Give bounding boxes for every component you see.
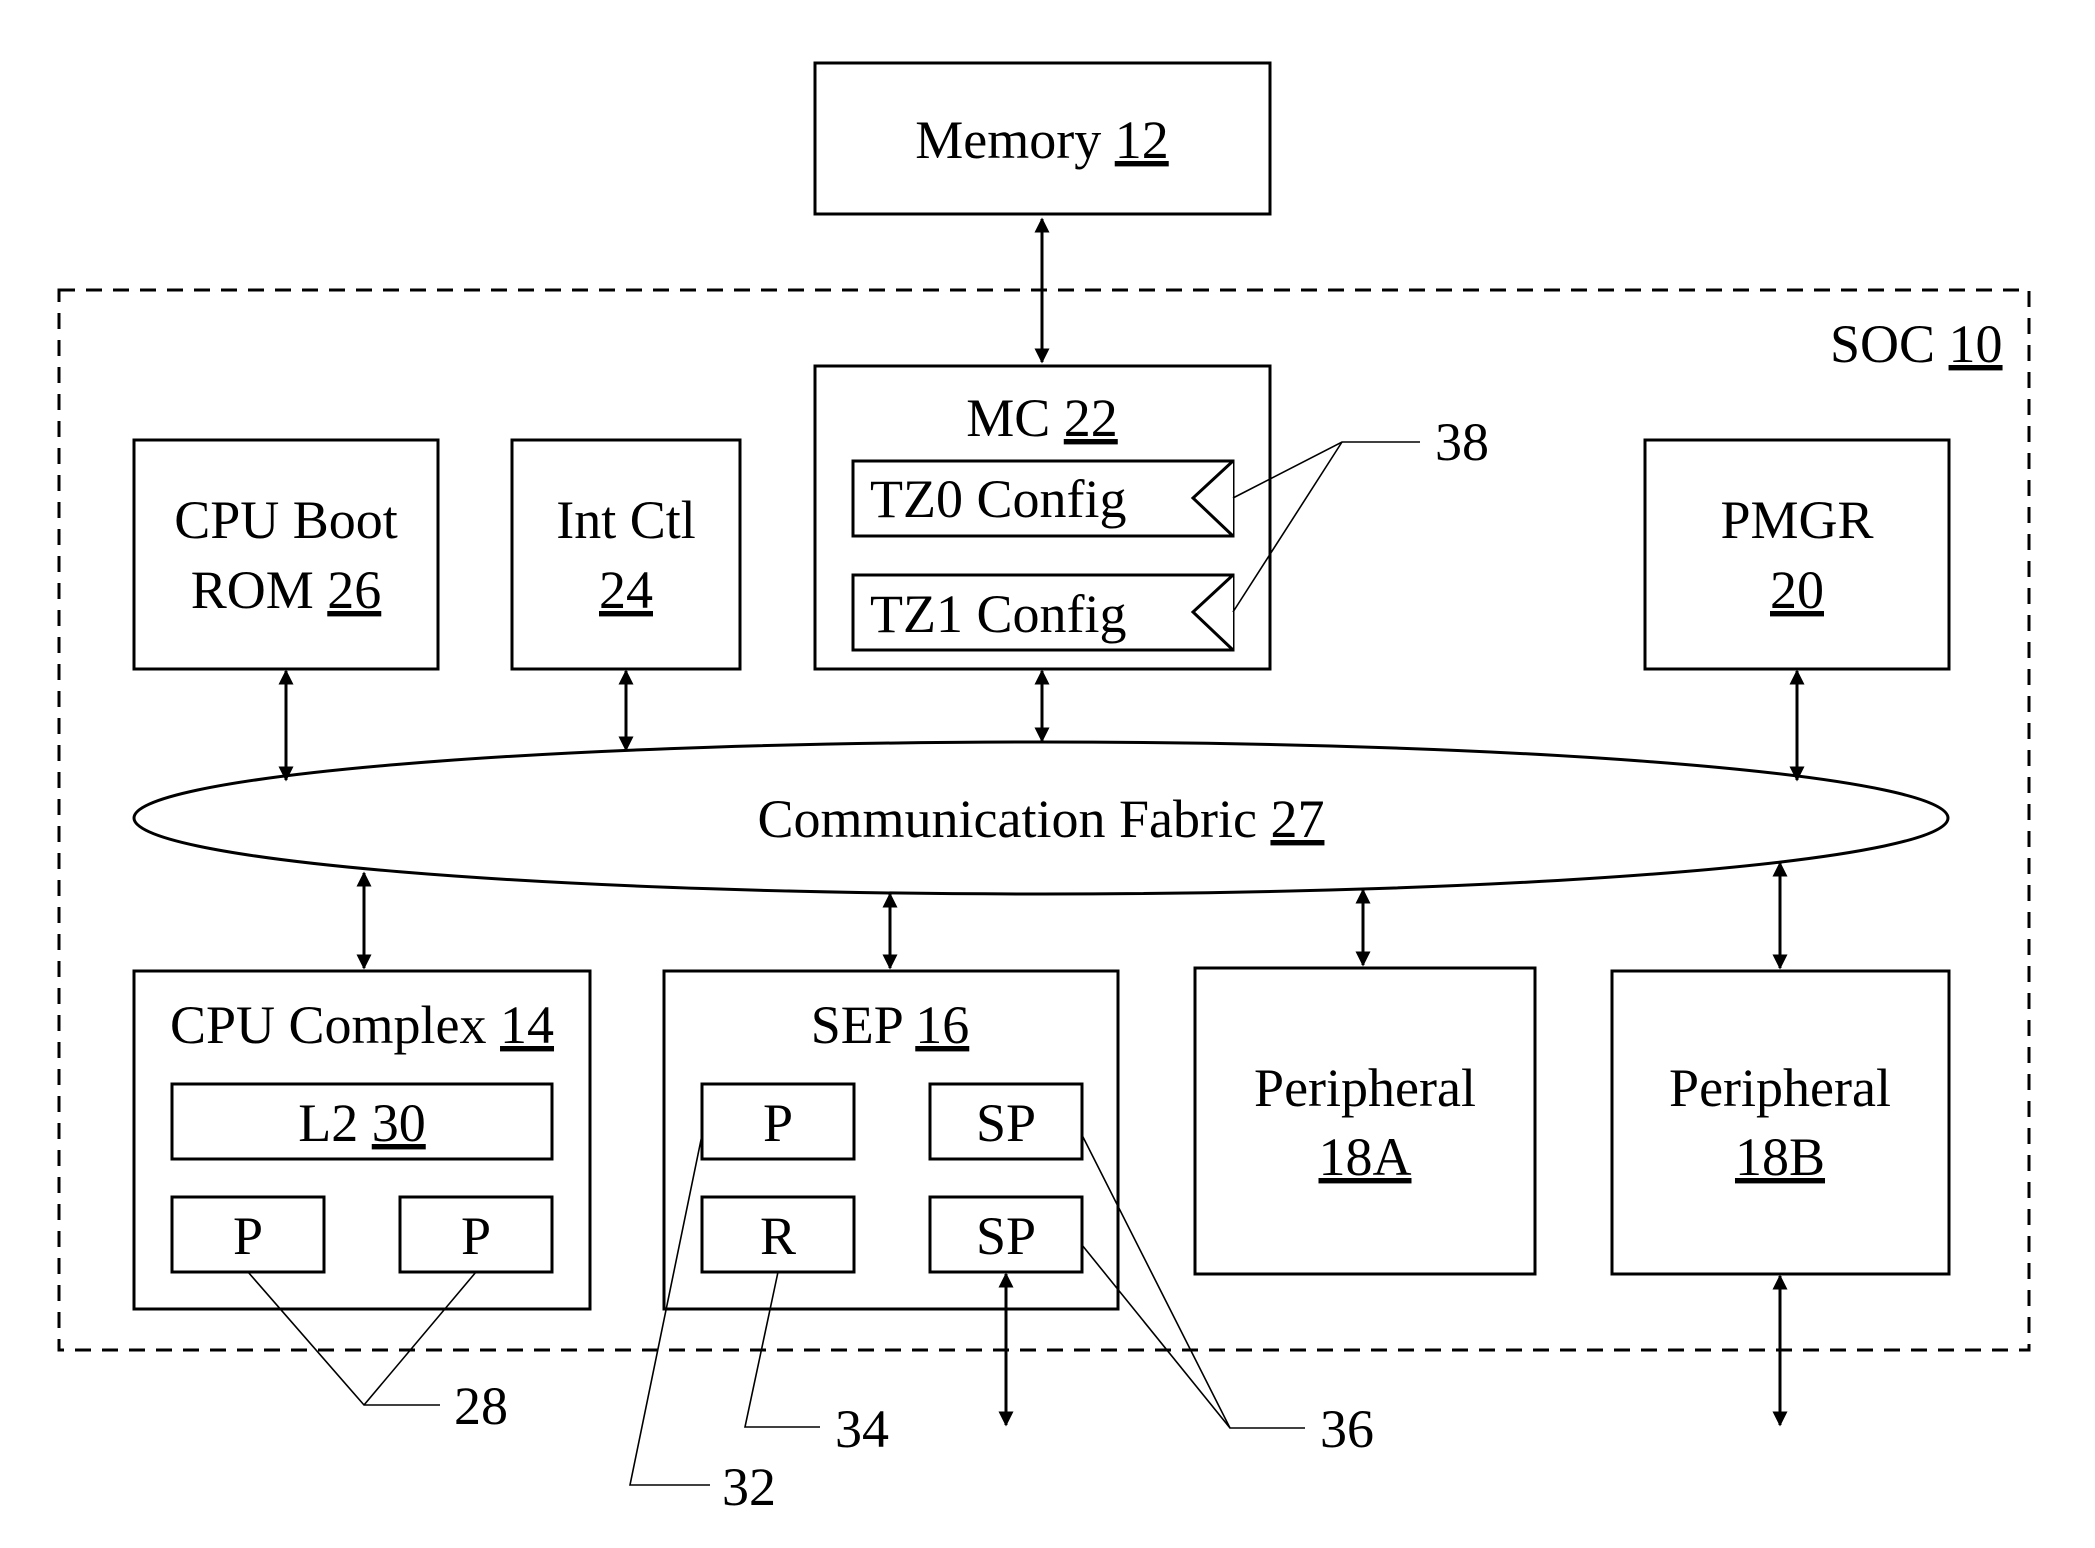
tz1-config-label: TZ1 Config	[870, 584, 1126, 644]
sep-r-label: R	[760, 1206, 796, 1266]
memory-ref: 12	[1115, 110, 1169, 170]
mc-label: MC	[966, 388, 1050, 448]
cpu-complex-label: CPU Complex	[170, 995, 487, 1055]
callout-32: 32	[629, 1134, 776, 1517]
pmgr-label: PMGR	[1720, 490, 1873, 550]
cpu-boot-rom-ref: 26	[327, 560, 381, 620]
communication-fabric: Communication Fabric 27	[132, 740, 1950, 896]
cpu-complex-block: CPU Complex 14 L2 30 P P	[132, 969, 592, 1311]
peripheral-b-label: Peripheral	[1669, 1058, 1891, 1118]
soc-ref: 10	[1949, 314, 2003, 374]
callout-36: 36	[1081, 1134, 1374, 1459]
svg-text:MC 22: MC 22	[966, 388, 1118, 448]
sep-label: SEP	[811, 995, 902, 1055]
svg-text:ROM 26: ROM 26	[191, 560, 382, 620]
svg-text:CPU Complex 14: CPU Complex 14	[170, 995, 554, 1055]
sep-sp1-label: SP	[976, 1093, 1036, 1153]
sep-sp2-label: SP	[976, 1206, 1036, 1266]
pmgr-block: PMGR 20	[1643, 438, 1951, 671]
mc-block: MC 22 TZ0 Config TZ1 Config	[813, 364, 1272, 671]
int-ctl-block: Int Ctl 24	[510, 438, 742, 671]
callout-32-label: 32	[722, 1457, 776, 1517]
svg-text:L2 30: L2 30	[298, 1093, 426, 1153]
tz0-config-register: TZ0 Config	[851, 459, 1235, 538]
callout-38-label: 38	[1435, 412, 1489, 472]
tz0-config-label: TZ0 Config	[870, 469, 1126, 529]
fabric-ref: 27	[1270, 789, 1324, 849]
sep-r-block: R	[700, 1195, 856, 1274]
svg-text:SOC 10: SOC 10	[1830, 314, 2003, 374]
sep-secure-peripheral-2: SP	[928, 1195, 1084, 1274]
l2-cache-block: L2 30	[170, 1082, 554, 1161]
cpu-boot-rom-block: CPU Boot ROM 26	[132, 438, 440, 671]
soc-label: SOC	[1830, 314, 1935, 374]
cpu-boot-rom-label-1: CPU Boot	[174, 490, 398, 550]
l2-ref: 30	[372, 1093, 426, 1153]
callout-34-label: 34	[835, 1399, 889, 1459]
mc-ref: 22	[1064, 388, 1118, 448]
cpu-boot-rom-label-2: ROM	[191, 560, 314, 620]
memory-label: Memory	[915, 110, 1101, 170]
memory-block: Memory 12	[813, 61, 1272, 216]
callout-38: 38	[1232, 412, 1489, 613]
l2-label: L2	[298, 1093, 358, 1153]
peripheral-18a-block: Peripheral 18A	[1193, 966, 1537, 1276]
callout-28: 28	[247, 1271, 508, 1436]
sep-processor-label: P	[763, 1093, 793, 1153]
callout-36-label: 36	[1320, 1399, 1374, 1459]
sep-processor: P	[700, 1082, 856, 1161]
int-ctl-ref: 24	[599, 560, 653, 620]
cpu-processor-2: P	[398, 1195, 554, 1274]
cpu-processor-2-label: P	[461, 1206, 491, 1266]
peripheral-b-ref: 18B	[1735, 1127, 1825, 1187]
svg-text:SEP 16: SEP 16	[811, 995, 970, 1055]
fabric-label: Communication Fabric	[758, 789, 1257, 849]
cpu-complex-ref: 14	[500, 995, 554, 1055]
tz1-config-register: TZ1 Config	[851, 573, 1235, 652]
int-ctl-label: Int Ctl	[556, 490, 696, 550]
callout-28-label: 28	[454, 1376, 508, 1436]
peripheral-a-label: Peripheral	[1254, 1058, 1476, 1118]
sep-block: SEP 16 P SP R SP	[662, 969, 1120, 1311]
sep-ref: 16	[915, 995, 969, 1055]
peripheral-18b-block: Peripheral 18B	[1610, 969, 1951, 1276]
pmgr-ref: 20	[1770, 560, 1824, 620]
cpu-processor-1-label: P	[233, 1206, 263, 1266]
callout-34: 34	[744, 1271, 889, 1459]
sep-secure-peripheral-1: SP	[928, 1082, 1084, 1161]
svg-text:Communication Fabric 27: Communication Fabric 27	[758, 789, 1325, 849]
peripheral-a-ref: 18A	[1319, 1127, 1412, 1187]
cpu-processor-1: P	[170, 1195, 326, 1274]
svg-text:Memory 12: Memory 12	[915, 110, 1168, 170]
